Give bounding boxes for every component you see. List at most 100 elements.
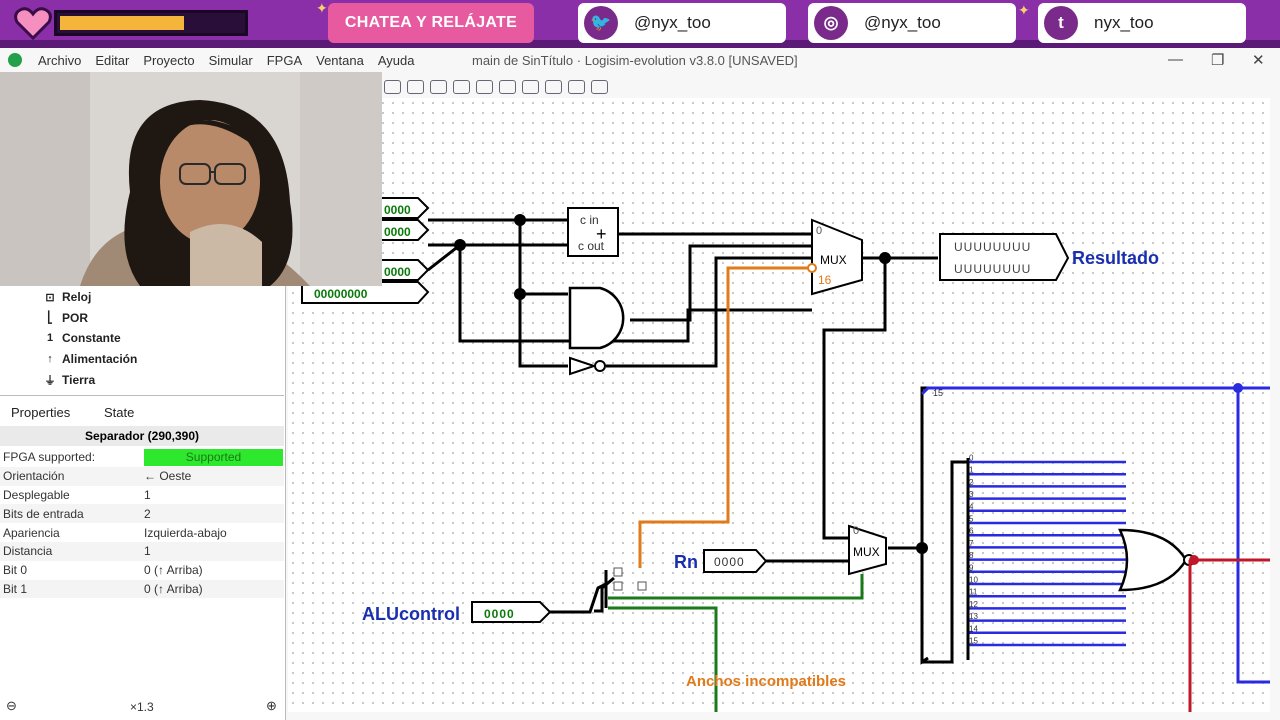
menu-item-5[interactable]: Ventana <box>316 53 364 68</box>
input-mid-b-value: 00000000 <box>314 287 368 301</box>
power-icon: ↑ <box>47 352 53 365</box>
splitter-bit-label: 7 <box>969 539 974 548</box>
zoom-out-icon[interactable]: ⊖ <box>6 698 17 713</box>
tab-state[interactable]: State <box>104 405 135 420</box>
instagram-handle: @nyx_too <box>864 13 941 32</box>
tool-xor-icon[interactable] <box>522 80 539 94</box>
chat-banner-label: CHATEA Y RELÁJATE <box>344 14 518 31</box>
tree-item-1[interactable]: ⎣POR <box>44 311 88 325</box>
property-value[interactable]: 0 (↑ Arriba) <box>144 563 203 578</box>
property-value[interactable]: 2 <box>144 506 151 521</box>
error-label: Anchos incompatibles <box>686 673 846 690</box>
splitter-component[interactable] <box>604 567 647 608</box>
sparkle-icon: ✦ <box>1018 2 1030 18</box>
clock-icon: ⊡ <box>45 291 55 304</box>
and-gate[interactable] <box>568 286 625 350</box>
tab-properties[interactable]: Properties <box>11 405 71 420</box>
health-bar-fill <box>60 16 185 30</box>
adder-component[interactable]: c in c out + <box>567 207 619 257</box>
property-value[interactable]: Supported <box>144 448 283 466</box>
mux-top[interactable]: MUX 0 16 <box>811 218 863 296</box>
menu-item-0[interactable]: Archivo <box>38 53 82 68</box>
circuit-drawing: 0000 0000 0000 00000000 <box>301 197 1270 712</box>
tumblr-handle: nyx_too <box>1094 13 1154 32</box>
restore-icon[interactable]: ❐ <box>1211 52 1225 69</box>
input-pin-top-a[interactable]: 0000 <box>379 197 430 219</box>
tool-or-icon[interactable] <box>453 80 470 94</box>
menu-item-2[interactable]: Proyecto <box>143 53 195 68</box>
splitter-bit-label: 13 <box>969 612 978 621</box>
tool-buffer-icon[interactable] <box>384 80 401 94</box>
tool-not-icon[interactable] <box>407 80 424 94</box>
close-icon[interactable]: ✕ <box>1252 52 1265 69</box>
tree-item-5[interactable]: ✕Do not connect <box>44 393 149 396</box>
tool-xnor-icon[interactable] <box>545 80 562 94</box>
splitter-bit-label: 6 <box>969 527 974 536</box>
tool-pin-icon[interactable] <box>568 80 585 94</box>
tool-nor-icon[interactable] <box>499 80 516 94</box>
tree-item-0[interactable]: ⊡Reloj <box>44 290 91 304</box>
adder-cout-label: c out <box>578 239 605 253</box>
svg-text:0: 0 <box>853 525 859 537</box>
property-row[interactable]: FPGA supported:Supported <box>0 448 284 467</box>
property-key: Distancia <box>3 544 53 559</box>
alucontrol-input-pin[interactable]: 0000 <box>471 601 552 623</box>
splitter-bit-label: 8 <box>969 551 974 560</box>
menu-item-1[interactable]: Editar <box>95 53 130 68</box>
health-bar <box>54 10 248 36</box>
property-value[interactable]: 0 (↑ Arriba) <box>144 581 203 596</box>
menu-item-3[interactable]: Simular <box>208 53 253 68</box>
blue-bus <box>920 386 1270 396</box>
twitter-handle-pill: 🐦 @nyx_too <box>578 3 786 43</box>
result-label: Resultado <box>1072 248 1159 268</box>
tree-item-label: Tierra <box>62 373 96 387</box>
property-value[interactable]: Izquierda-abajo <box>144 525 227 540</box>
property-key: Orientación <box>3 469 65 484</box>
mux-sel-label: 16 <box>818 273 832 287</box>
input-pin-top-b[interactable]: 0000 <box>379 219 430 241</box>
tool-nand-icon[interactable] <box>476 80 493 94</box>
zoom-in-icon[interactable]: ⊕ <box>266 698 277 713</box>
webcam-feed <box>0 72 382 286</box>
properties-tabs: Properties State <box>0 402 284 424</box>
property-value[interactable]: 1 <box>144 544 151 559</box>
result-line-2: UUUUUUUU <box>954 262 1031 276</box>
splitter-bit-label: 15 <box>969 637 978 646</box>
result-line-1: UUUUUUUU <box>954 240 1031 254</box>
tool-splitter-icon[interactable] <box>591 80 608 94</box>
result-output-pin[interactable]: UUUUUUUU UUUUUUUU <box>939 233 1070 281</box>
property-row[interactable]: Orientación ← Oeste <box>0 466 284 486</box>
menu-item-6[interactable]: Ayuda <box>377 53 415 68</box>
zoom-area: ⊖ ×1.3 ⊕ <box>0 692 284 720</box>
splitter-bit-label: 4 <box>969 502 974 511</box>
input-pin-mid-b[interactable]: 00000000 <box>301 281 430 304</box>
input-pin-mid-a[interactable]: 0000 <box>379 259 430 281</box>
circuit-canvas[interactable]: 0000 0000 0000 00000000 <box>288 98 1270 712</box>
mux-bottom[interactable]: MUX 0 <box>848 524 887 576</box>
properties-title: Separador (290,390) <box>0 426 284 446</box>
gate-toolbar <box>384 76 644 98</box>
splitter-bit-label: 5 <box>969 515 974 524</box>
minimize-icon[interactable]: — <box>1168 51 1183 68</box>
not-gate[interactable] <box>569 356 606 376</box>
tree-item-label: POR <box>62 310 89 325</box>
property-row[interactable]: Distancia 1 <box>0 541 284 561</box>
nor-gate[interactable] <box>1118 528 1195 592</box>
svg-text:0: 0 <box>816 225 822 237</box>
bus-bit-label: 15 <box>933 388 943 398</box>
menu-item-4[interactable]: FPGA <box>266 53 303 68</box>
tree-item-3[interactable]: ↑Alimentación <box>44 352 137 366</box>
property-value[interactable]: 1 <box>144 487 151 502</box>
tool-and-icon[interactable] <box>430 80 447 94</box>
property-value[interactable]: ← Oeste <box>144 469 192 484</box>
rn-input-pin[interactable]: 0000 <box>703 549 768 573</box>
tree-item-4[interactable]: ⏚Tierra <box>44 372 96 388</box>
